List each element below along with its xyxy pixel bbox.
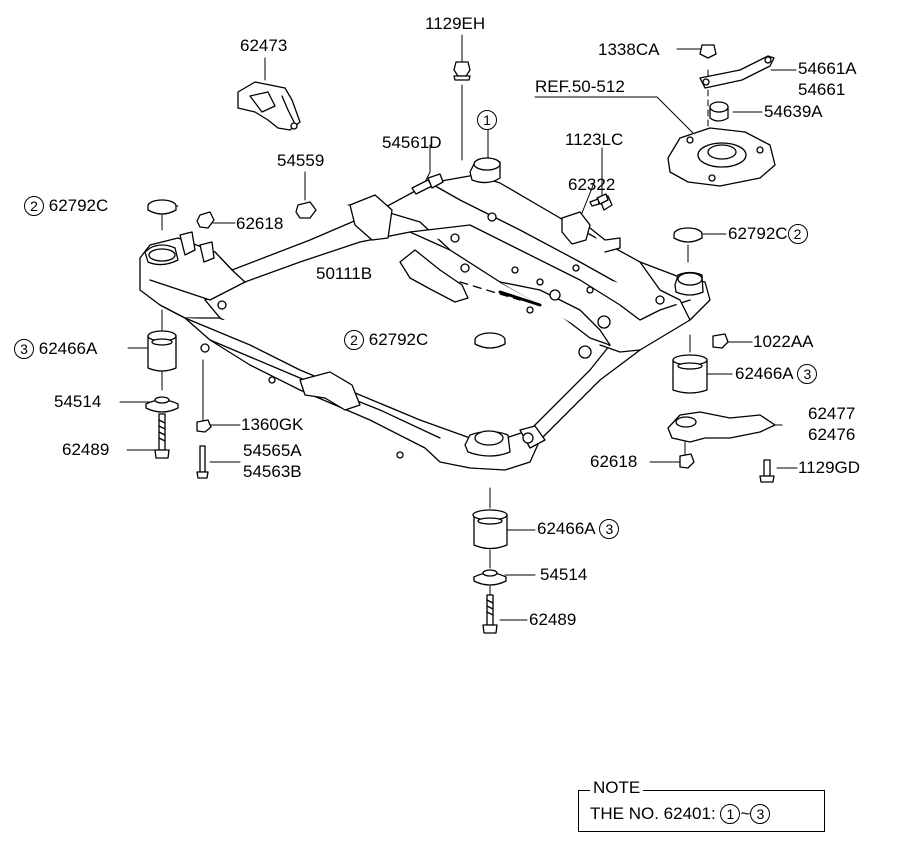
label-text: 62466A: [537, 519, 595, 538]
part-62466a-bushing-b: [472, 509, 508, 550]
label-1123lc: 1123LC: [565, 130, 624, 149]
label-1338ca: 1338CA: [598, 40, 660, 59]
part-1338ca-nut: [699, 44, 717, 59]
label-62489-b: 62489: [529, 610, 577, 629]
part-62322-bracket: [561, 211, 621, 253]
label-1129eh: 1129EH: [425, 14, 486, 33]
callout-1-top: 1: [477, 109, 497, 130]
label-62322: 62322: [568, 175, 616, 194]
note-tilde: ~: [740, 804, 751, 823]
label-50111b: 50111B: [316, 264, 373, 283]
part-54565a-bolt: [196, 445, 209, 479]
part-1022aa-nut: [712, 333, 729, 349]
label-62792c-mid: 2 62792C: [344, 329, 429, 350]
label-62473: 62473: [240, 36, 288, 55]
note-range-end: 3: [750, 803, 771, 824]
note-text: THE NO. 62401: 1~3: [590, 803, 771, 824]
label-1022aa: 1022AA: [753, 332, 814, 351]
label-62477: 62477: [808, 404, 856, 423]
label-text: 62466A: [735, 364, 793, 383]
part-62618-nut-r: [679, 453, 695, 469]
part-62466a-bushing-r: [672, 354, 708, 394]
label-62792c-tl: 2 62792C: [24, 195, 109, 216]
callout-circle: 2: [24, 195, 44, 216]
part-62477-bracket: [667, 411, 776, 443]
note-box: [578, 790, 825, 832]
label-54565a: 54565A: [243, 441, 302, 460]
part-62792c-washer-r: [673, 227, 703, 243]
label-54661a: 54661A: [798, 59, 857, 78]
label-54514-b: 54514: [540, 565, 588, 584]
label-62489-l: 62489: [62, 440, 110, 459]
label-62618-top: 62618: [236, 214, 284, 233]
label-1129gd: 1129GD: [798, 458, 861, 477]
label-text: 62466A: [38, 339, 98, 358]
label-1360gk: 1360GK: [241, 415, 304, 434]
label-62466a-b: 62466A 3: [537, 518, 620, 539]
label-54561d: 54561D: [382, 133, 442, 152]
subframe-body: [139, 157, 711, 471]
label-text: 62792C: [48, 196, 109, 215]
callout-circle: 1: [477, 109, 497, 130]
part-62466a-bushing-l: [147, 330, 177, 372]
part-54639a-bumper: [709, 101, 729, 122]
part-1129gd-bolt: [759, 459, 775, 483]
part-54661a-strap: [699, 55, 775, 89]
label-54559: 54559: [277, 151, 325, 170]
ref-50-512-plate: [667, 127, 776, 187]
label-62618-r: 62618: [590, 452, 638, 471]
note-title: NOTE: [590, 778, 644, 798]
part-62792c-washer-tl: [147, 199, 177, 215]
callout-circle: 2: [344, 329, 364, 350]
part-54514-washer-b: [473, 569, 507, 586]
part-1123lc-bolt: [589, 193, 609, 207]
label-text: 62792C: [728, 224, 788, 243]
part-62489-bolt-b: [482, 594, 498, 634]
label-ref-50-512: REF.50-512: [535, 77, 625, 96]
callout-circle: 2: [787, 223, 808, 244]
part-1360gk-nut: [196, 419, 212, 433]
callout-circle: 3: [599, 518, 620, 539]
note-prefix: THE NO. 62401:: [590, 804, 716, 823]
part-62473-bracket: [237, 81, 301, 131]
label-54639a: 54639A: [764, 102, 823, 121]
label-62476: 62476: [808, 425, 856, 444]
label-62466a-l: 3 62466A: [14, 338, 98, 359]
part-62792c-washer-mid: [474, 332, 506, 349]
callout-circle: 3: [797, 363, 818, 384]
part-1129eh-bolt: [453, 61, 471, 81]
part-54561d-bolt: [411, 173, 444, 195]
part-54559-nut: [295, 201, 317, 219]
note-range-start: 1: [720, 803, 741, 824]
label-54563b: 54563B: [243, 462, 302, 481]
label-62466a-r: 62466A 3: [735, 363, 818, 384]
part-62618-nut-top: [196, 211, 215, 229]
label-text: 62792C: [368, 330, 429, 349]
label-54514-l: 54514: [54, 392, 102, 411]
part-62489-bolt-l: [154, 413, 170, 459]
label-54661: 54661: [798, 80, 846, 99]
callout-circle: 3: [14, 338, 34, 359]
part-54514-washer-l: [145, 396, 179, 413]
